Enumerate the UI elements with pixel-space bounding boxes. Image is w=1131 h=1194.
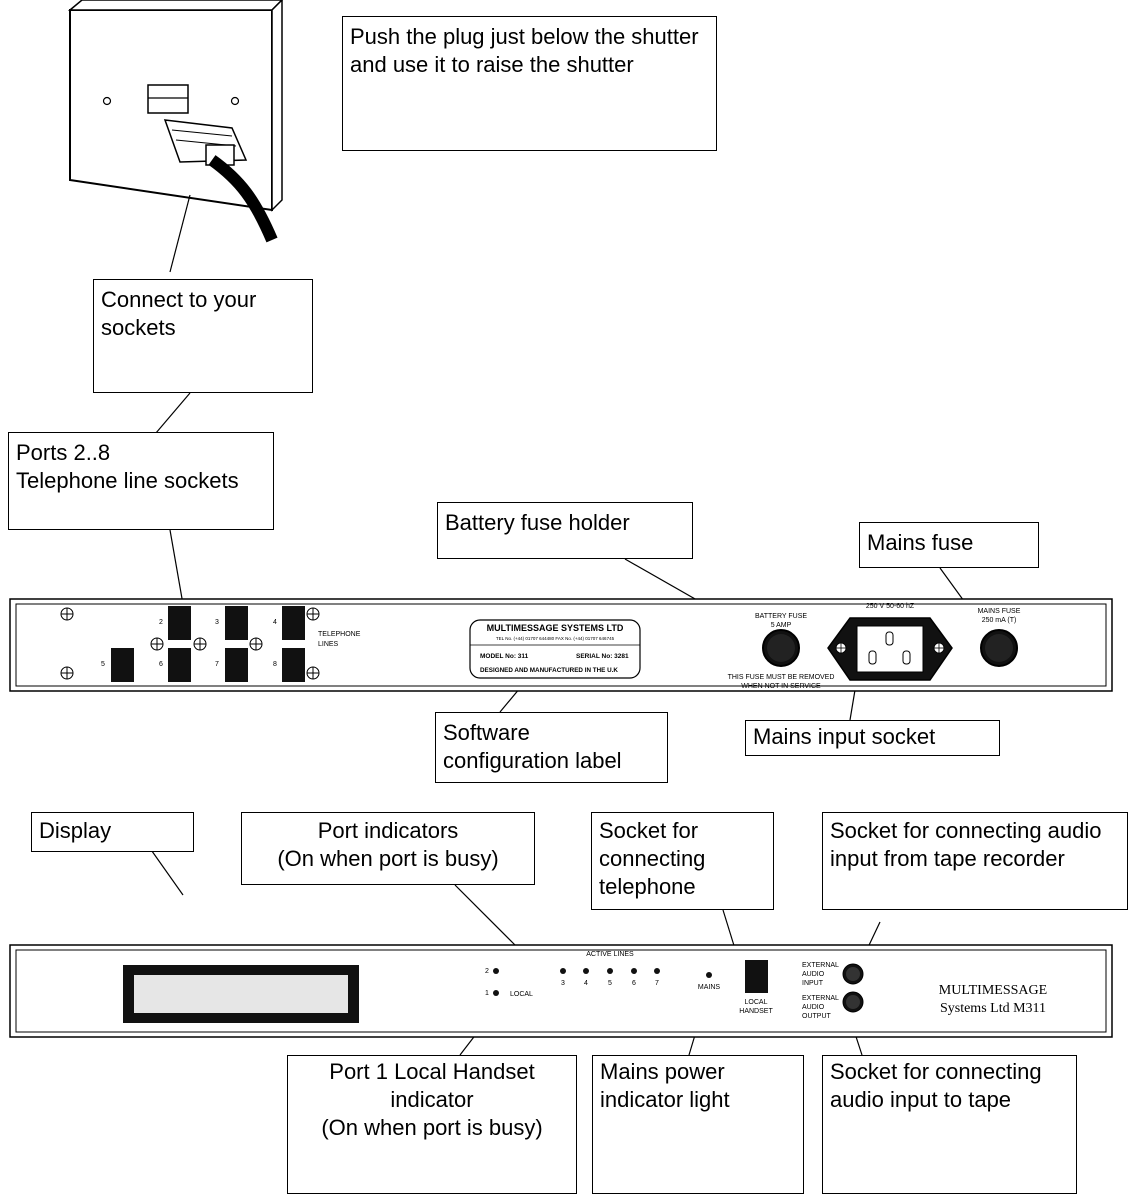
mains-led — [706, 972, 712, 978]
local-label: LOCAL — [510, 991, 533, 998]
ext-input-label: EXTERNAL — [802, 962, 839, 969]
mains-fuse-label: MAINS FUSE — [978, 608, 1021, 615]
line-number: 6 — [632, 980, 636, 987]
label-tel: TEL No. (+44) 01707 644480 FAX No. (+44)… — [496, 636, 615, 641]
telephone-lines-label: TELEPHONE — [318, 631, 361, 638]
ext-output-label: EXTERNAL — [802, 995, 839, 1002]
label-company: MULTIMESSAGE SYSTEMS LTD — [487, 623, 624, 633]
callout-battery-fuse: Battery fuse holder — [437, 502, 693, 559]
port-number: 6 — [159, 661, 163, 668]
line-number: 3 — [561, 980, 565, 987]
callout-port-indicators: Port indicators (On when port is busy) — [241, 812, 535, 885]
led-indicator — [560, 968, 566, 974]
active-lines-label: ACTIVE LINES — [586, 951, 634, 958]
led-indicator — [607, 968, 613, 974]
port-number: 2 — [159, 619, 163, 626]
led-indicator — [493, 968, 499, 974]
line-number: 5 — [608, 980, 612, 987]
local-handset-label: HANDSET — [739, 1008, 773, 1015]
callout-plug: Push the plug just below the shutter and… — [342, 16, 717, 151]
line-socket-2 — [168, 606, 191, 640]
label-model: MODEL No: 311 — [480, 653, 529, 660]
port-number: 4 — [273, 619, 277, 626]
callout-connect: Connect to your sockets — [93, 279, 313, 393]
fuse-note: THIS FUSE MUST BE REMOVED — [728, 674, 835, 681]
led-indicator — [493, 990, 499, 996]
line-socket-3 — [225, 606, 248, 640]
line-number: 7 — [655, 980, 659, 987]
indicator-number: 1 — [485, 990, 489, 997]
telephone-lines-label: LINES — [318, 641, 339, 648]
label-serial: SERIAL No: 3281 — [576, 653, 629, 660]
ext-input-label: INPUT — [802, 980, 824, 987]
fuse-note: WHEN NOT IN SERVICE — [741, 683, 821, 690]
software-label-plate — [469, 619, 641, 679]
battery-fuse-label: 5 AMP — [771, 622, 792, 629]
callout-mains-power: Mains power indicator light — [592, 1055, 804, 1194]
led-indicator — [631, 968, 637, 974]
brand-name: MULTIMESSAGE — [939, 983, 1047, 998]
led-indicator — [654, 968, 660, 974]
port-number: 3 — [215, 619, 219, 626]
battery-fuse-label: BATTERY FUSE — [755, 613, 807, 620]
port-number: 5 — [101, 661, 105, 668]
callout-mains-input: Mains input socket — [745, 720, 1000, 756]
line-socket-6 — [168, 648, 191, 682]
callout-audio-output: Socket for connecting audio input to tap… — [822, 1055, 1077, 1194]
local-handset-socket — [745, 960, 768, 993]
callout-ports: Ports 2..8 Telephone line sockets — [8, 432, 274, 530]
ext-output-label: AUDIO — [802, 1004, 825, 1011]
mains-label: MAINS — [698, 984, 721, 991]
wall-socket-illustration — [67, 0, 284, 246]
line-socket-8 — [282, 648, 305, 682]
port-number: 7 — [215, 661, 219, 668]
indicator-number: 2 — [485, 968, 489, 975]
brand-model: Systems Ltd M311 — [940, 1001, 1046, 1016]
front-panel: 2 1 LOCAL ACTIVE LINES 3 4 5 6 7 MAINS L… — [9, 944, 1113, 1038]
panel-screw-icon — [60, 607, 320, 680]
ext-input-label: AUDIO — [802, 971, 825, 978]
label-designed: DESIGNED AND MANUFACTURED IN THE U.K — [480, 667, 618, 674]
voltage-label: 250 V 50-60 hZ — [866, 603, 915, 610]
callout-telephone-socket: Socket for connecting telephone — [591, 812, 774, 910]
port-number: 8 — [273, 661, 277, 668]
local-handset-label: LOCAL — [745, 999, 768, 1006]
telephone-line-sockets — [111, 606, 305, 682]
line-number: 4 — [584, 980, 588, 987]
line-socket-5 — [111, 648, 134, 682]
callout-audio-input: Socket for connecting audio input from t… — [822, 812, 1128, 910]
line-socket-4 — [282, 606, 305, 640]
callout-software-label: Software configuration label — [435, 712, 668, 783]
callout-mains-fuse: Mains fuse — [859, 522, 1039, 568]
rear-panel: 2 3 4 5 6 7 8 TELEPHONE LINES MULTIMESSA… — [9, 598, 1113, 692]
ext-output-label: OUTPUT — [802, 1013, 832, 1020]
mains-fuse-label: 250 mA (T) — [982, 617, 1017, 624]
callout-port1-indicator: Port 1 Local Handset indicator (On when … — [287, 1055, 577, 1194]
callout-display: Display — [31, 812, 194, 852]
line-socket-7 — [225, 648, 248, 682]
led-indicator — [583, 968, 589, 974]
